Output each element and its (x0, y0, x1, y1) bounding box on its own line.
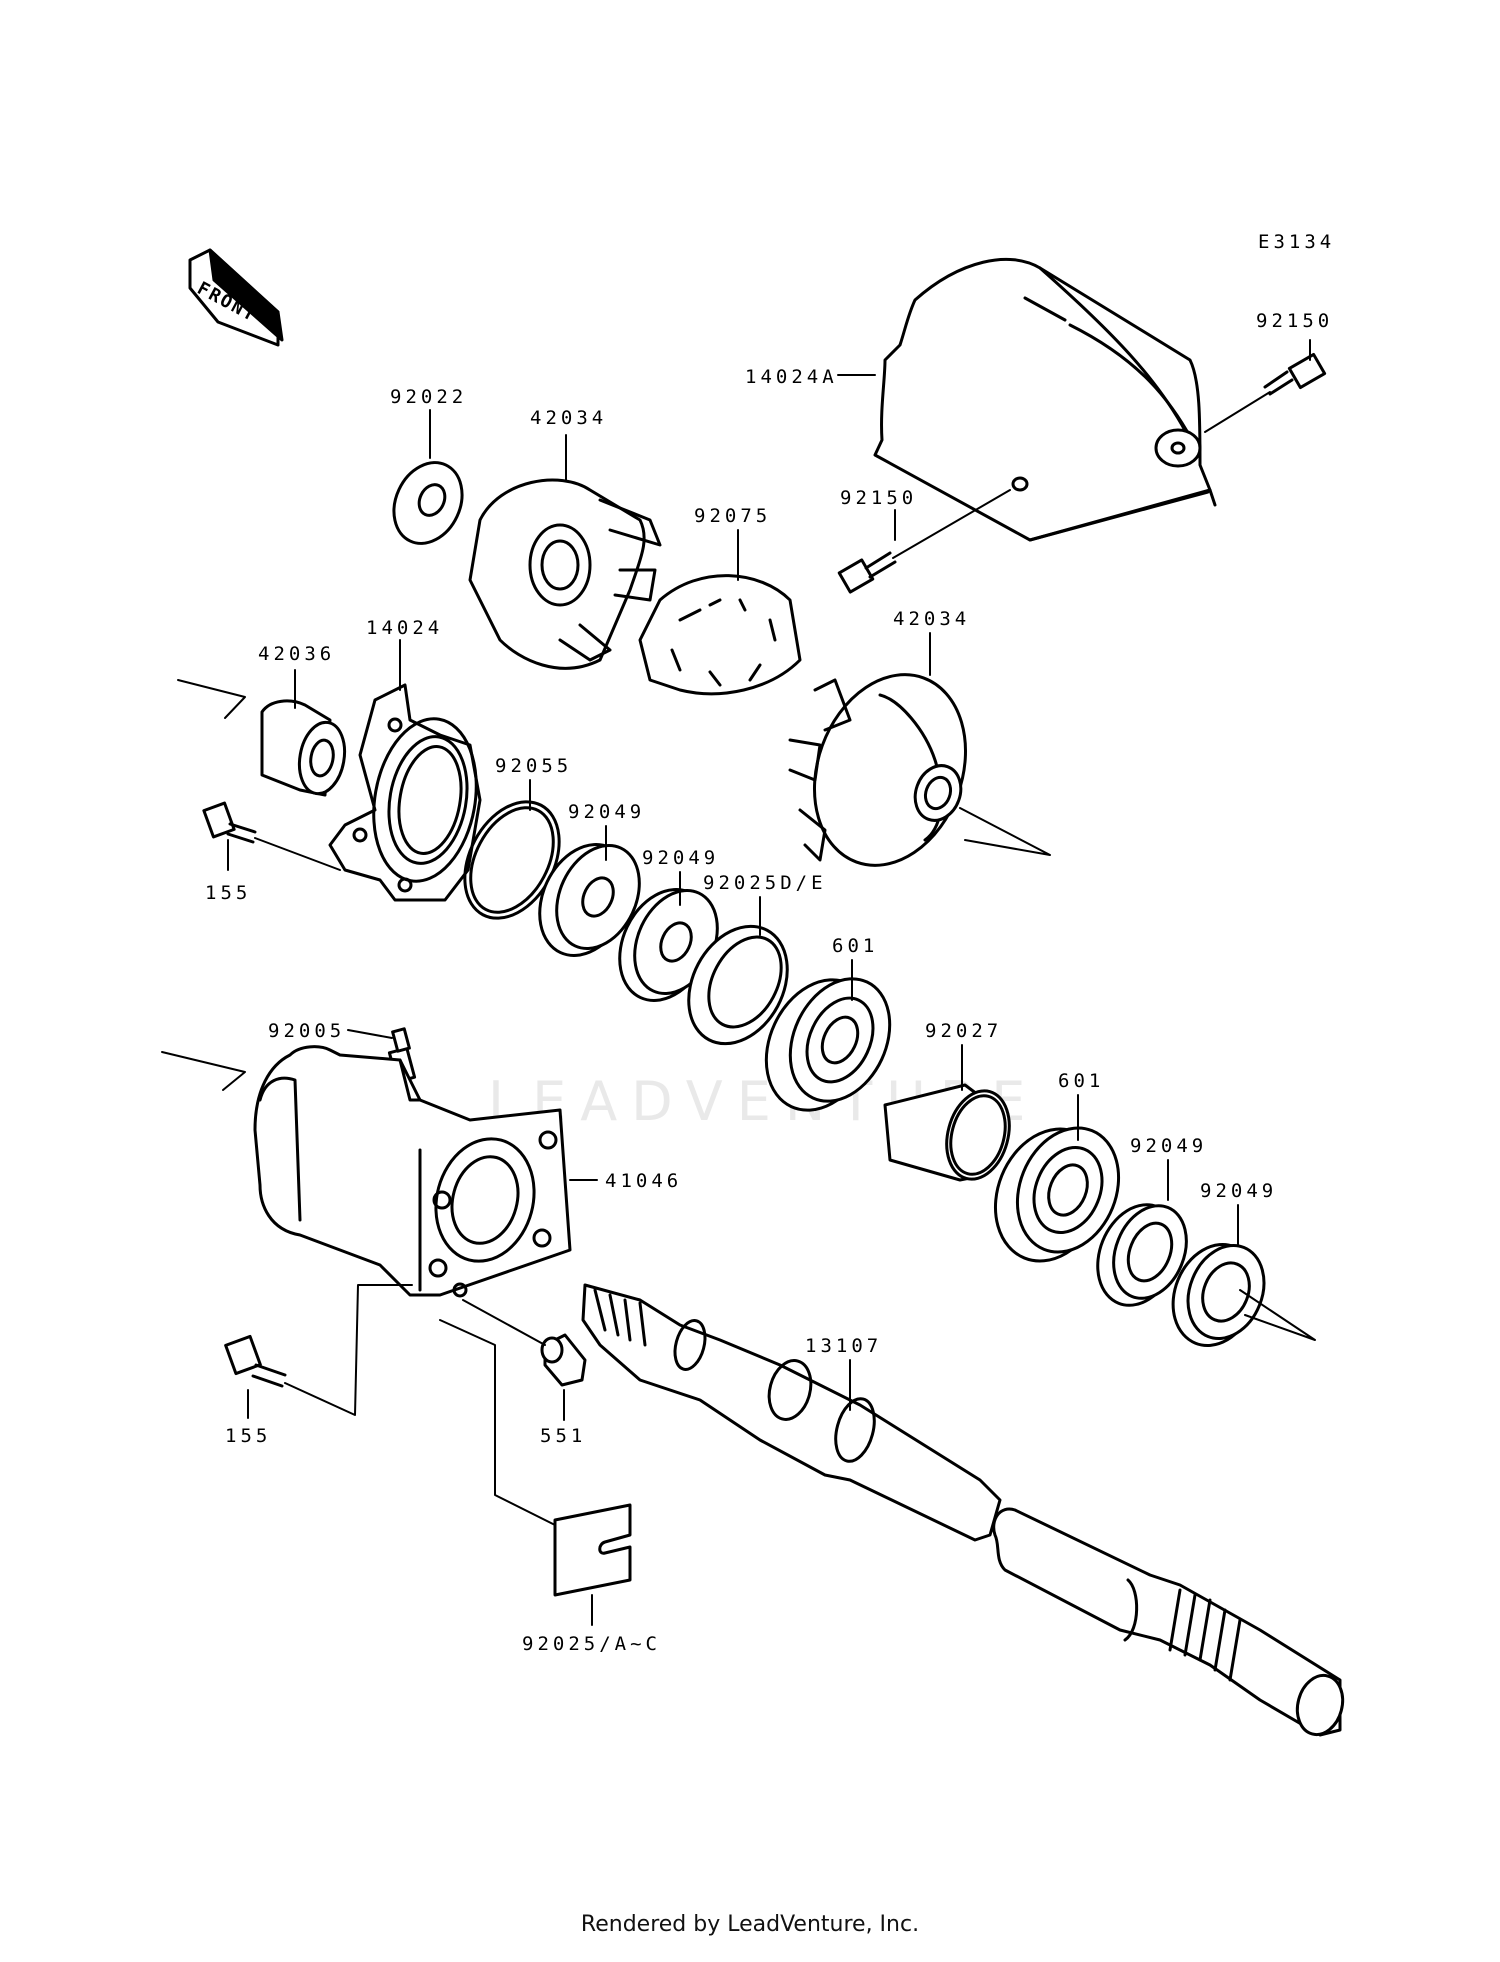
shim-92025DE (687, 924, 789, 1046)
coupling-42034-upper (468, 478, 662, 670)
spacer-92049-a (538, 843, 641, 957)
bolt-155-upper (202, 801, 257, 844)
part-label-92049-a: 92049 (568, 801, 645, 823)
part-label-92150-top: 92150 (1256, 310, 1333, 332)
part-label-42034-lower: 42034 (893, 608, 970, 630)
part-label-92049-b: 92049 (642, 847, 719, 869)
part-label-92049-c: 92049 (1130, 1135, 1207, 1157)
footer-credit: Rendered by LeadVenture, Inc. (580, 1912, 920, 1937)
shim-plate-92025AC (553, 1503, 632, 1597)
part-label-14024A: 14024A (745, 366, 838, 388)
part-label-92025DE: 92025D/E (703, 872, 827, 894)
part-label-92150-mid: 92150 (840, 487, 917, 509)
damper-92075 (638, 574, 802, 696)
front-arrow-icon (188, 248, 284, 347)
housing-41046 (253, 1045, 572, 1298)
part-label-92005: 92005 (268, 1020, 345, 1042)
bearing-601-b (993, 1126, 1121, 1263)
part-label-41046: 41046 (605, 1170, 682, 1192)
washer-92022 (392, 461, 464, 545)
part-label-42034-upper: 42034 (530, 407, 607, 429)
part-label-92022: 92022 (390, 386, 467, 408)
part-label-601-a: 601 (832, 935, 878, 957)
housing-14024 (328, 683, 482, 902)
part-label-92025AC: 92025/A~C (522, 1633, 661, 1655)
part-label-92049-d: 92049 (1200, 1180, 1277, 1202)
part-label-14024: 14024 (366, 617, 443, 639)
dowel-pin-551 (540, 1333, 587, 1387)
coupling-42034-lower (788, 673, 968, 867)
part-label-92075: 92075 (694, 505, 771, 527)
part-label-155-lower: 155 (225, 1425, 271, 1447)
cover-14024A (873, 257, 1217, 542)
seal-92049-c (1096, 1203, 1188, 1307)
tube-92027 (883, 1083, 1011, 1182)
part-label-551: 551 (540, 1425, 586, 1447)
bearing-601-a (764, 977, 892, 1112)
part-label-601-b: 601 (1058, 1070, 1104, 1092)
bolt-92150-mid (837, 551, 897, 594)
part-label-155-upper: 155 (205, 882, 251, 904)
part-label-13107: 13107 (805, 1335, 882, 1357)
diagram-code: E3134 (1258, 231, 1335, 253)
part-label-42036: 42036 (258, 643, 335, 665)
shaft-13107 (581, 1283, 1345, 1737)
part-label-92027: 92027 (925, 1020, 1002, 1042)
part-label-92055: 92055 (495, 755, 572, 777)
bolt-92150-top (1263, 352, 1327, 396)
bushing-42036 (260, 699, 347, 797)
bolt-155-lower (224, 1334, 287, 1388)
